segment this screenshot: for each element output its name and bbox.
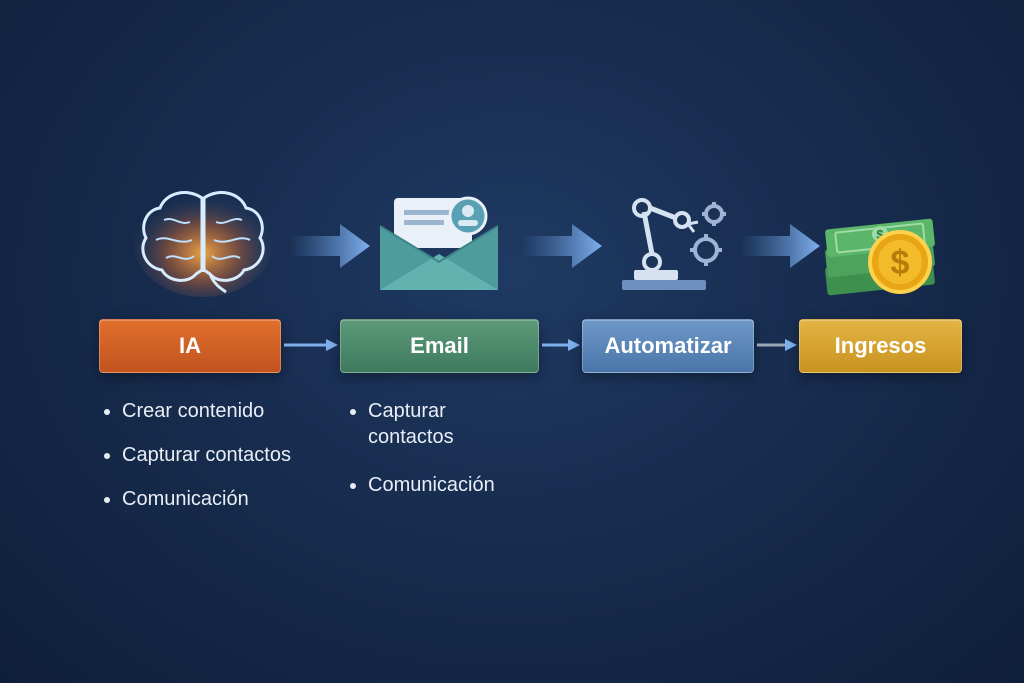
list-item: Comunicación [102,486,342,512]
brain-icon [133,187,273,297]
envelope-icon [379,196,499,290]
robot-arm-icon [622,198,726,290]
ia-bullet-list: Crear contenido Capturar contactos Comun… [102,398,342,530]
email-bullet-list: Capturar contactos Comunicación [348,398,548,520]
stage-ingresos-label: Ingresos [834,333,927,358]
svg-text:$: $ [891,244,910,282]
list-item-text: Capturar contactos [368,400,454,448]
stage-email-label: Email [410,333,469,358]
stage-ia-label: IA [179,333,201,358]
connector-arrow-icon [284,339,338,351]
stage-automatizar-box: Automatizar [582,319,754,373]
money-stack-icon: $ $ [825,218,935,296]
svg-text:$: $ [876,227,884,242]
list-item: Comunicación [348,472,548,498]
list-item: Capturar contactos [348,398,548,450]
stage-email-box: Email [340,319,539,373]
connector-arrow-icon [542,339,580,351]
list-item: Capturar contactos [102,442,342,468]
list-item: Crear contenido [102,398,342,424]
connector-arrow-icon [757,339,797,351]
stage-ingresos-box: Ingresos [799,319,962,373]
flow-arrow-icon [740,224,820,268]
stage-automatizar-label: Automatizar [604,333,732,358]
flow-arrow-icon [522,224,602,268]
flow-arrow-icon [290,224,370,268]
stage-ia-box: IA [99,319,281,373]
